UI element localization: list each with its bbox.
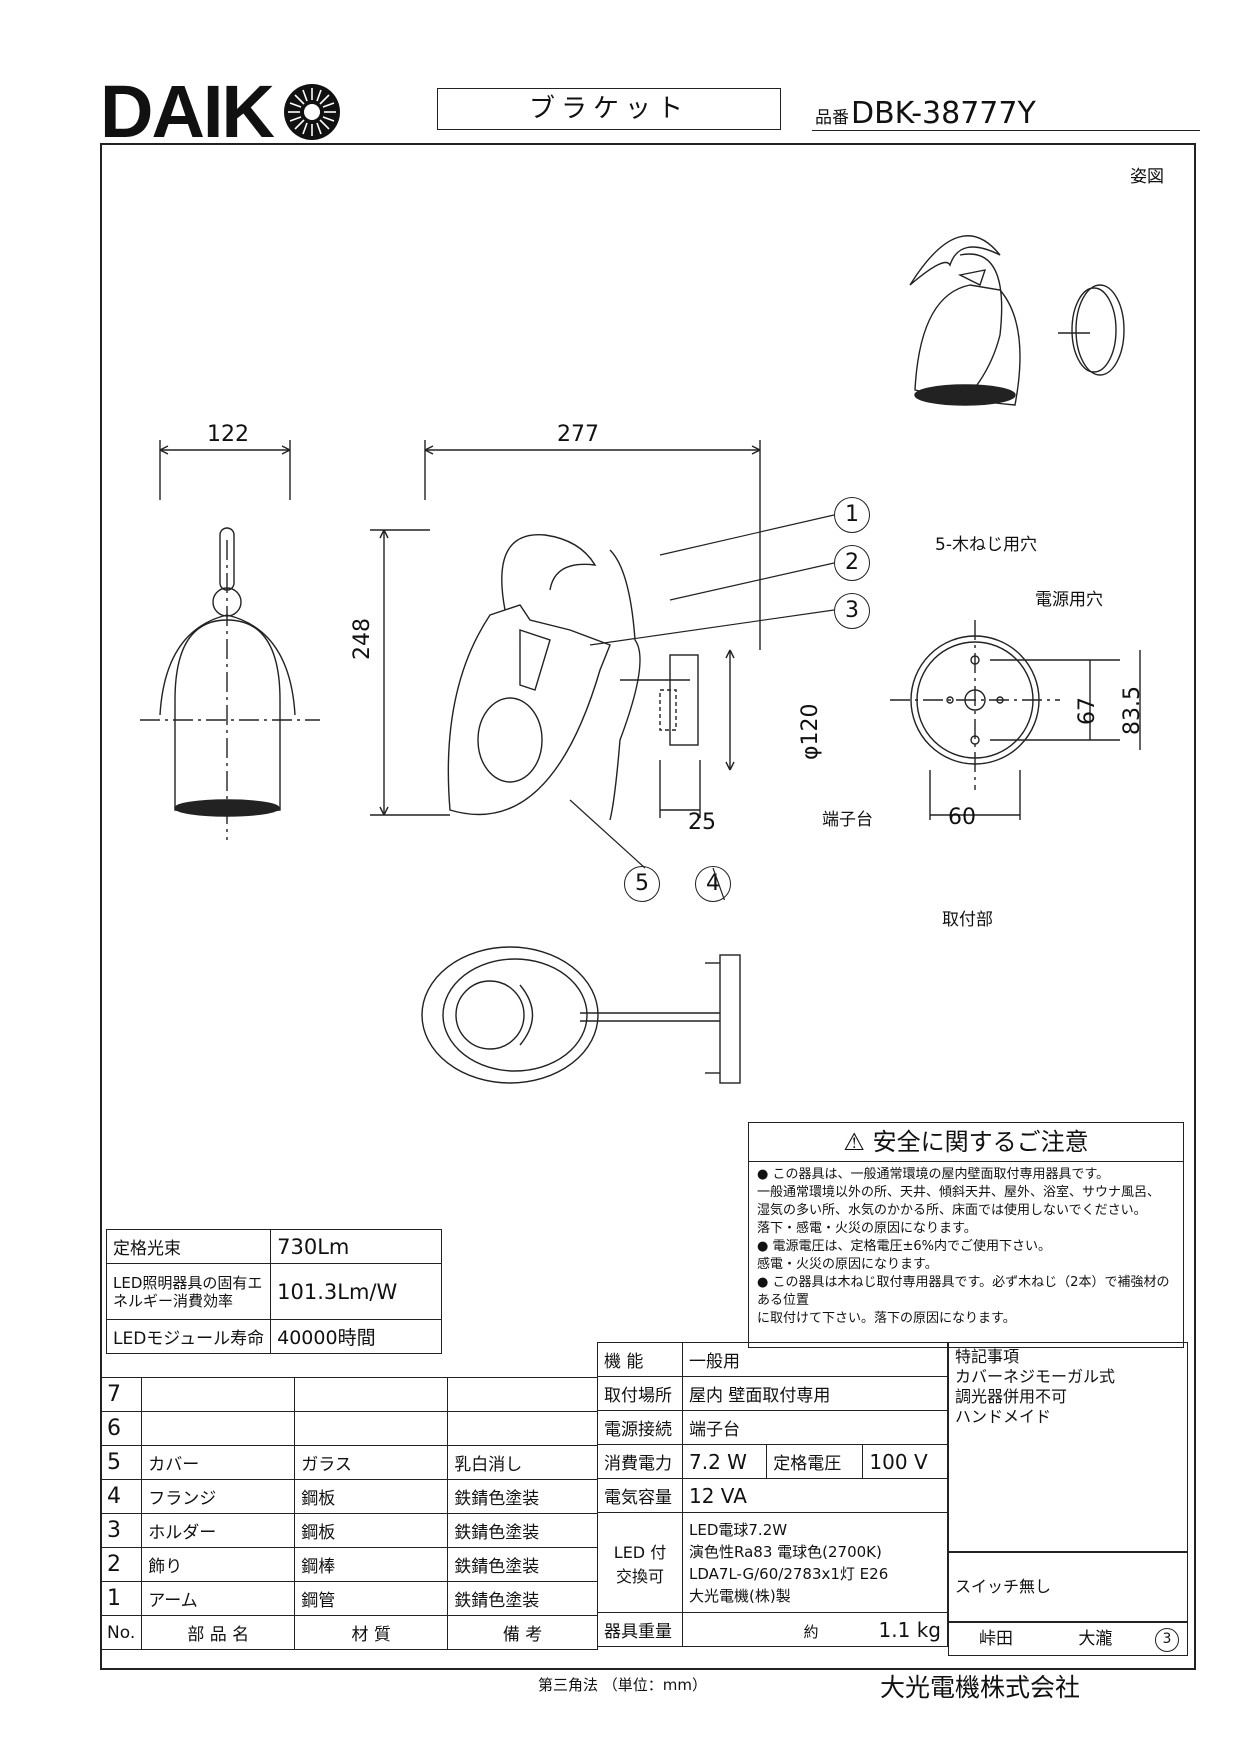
- front-view-drawing: [140, 440, 320, 840]
- company-name: 大光電機株式会社: [880, 1673, 1081, 1702]
- power-hole-label: 電源用穴: [1035, 590, 1103, 610]
- brand-logo: DAIK: [100, 70, 275, 153]
- sun-logo-icon: [284, 84, 340, 140]
- dim-height: 248: [350, 618, 375, 660]
- drawing-frame: [100, 143, 1196, 1670]
- callout-1: 1: [834, 497, 870, 533]
- dim-mount-83: 83.5: [1120, 686, 1145, 735]
- revision-badge: 3: [1155, 1628, 1179, 1652]
- dim-mount-60: 60: [948, 805, 976, 830]
- table-header-row: No.部 品 名材 質備 考: [99, 1615, 598, 1650]
- screw-holes-label: 5-木ねじ用穴: [935, 535, 1037, 555]
- mount-label: 取付部: [942, 910, 993, 930]
- callout-3: 3: [834, 593, 870, 629]
- callout-leaders: [569, 514, 835, 900]
- warning-icon: ⚠: [843, 1128, 865, 1156]
- table-row: 7: [99, 1377, 598, 1412]
- safety-notice: ⚠ 安全に関するご注意 ● この器具は、一般通常環境の屋内壁面取付専用器具です。…: [748, 1122, 1184, 1348]
- signature-row: 峠田 大瀧 3: [948, 1622, 1188, 1656]
- callout-2: 2: [834, 545, 870, 581]
- dim-base-depth: 25: [688, 810, 716, 835]
- projection-note: 第三角法 （単位：mm）: [538, 1676, 707, 1694]
- perspective-drawing: [909, 235, 1125, 406]
- top-view-drawing: [421, 946, 741, 1084]
- safety-title: ⚠ 安全に関するご注意: [749, 1123, 1183, 1162]
- safety-body: ● この器具は、一般通常環境の屋内壁面取付専用器具です。一般通常環境以外の所、天…: [757, 1167, 1170, 1326]
- dim-mount-67: 67: [1075, 697, 1100, 725]
- part-number: 品番DBK-38777Y: [815, 96, 1036, 131]
- product-type-box: ブラケット: [437, 88, 781, 130]
- side-view-drawing: [370, 440, 761, 821]
- perspective-label: 姿図: [1130, 167, 1164, 187]
- part-number-underline: [812, 130, 1200, 131]
- notes-box: 特記事項カバーネジモーガル式 調光器併用不可ハンドメイド: [948, 1342, 1188, 1552]
- callout-5: 5: [624, 866, 660, 902]
- dim-side-width: 277: [557, 422, 599, 447]
- mount-view-drawing: [890, 620, 1141, 820]
- dim-front-width: 122: [207, 422, 249, 447]
- table-row: 6: [99, 1411, 598, 1446]
- terminal-label: 端子台: [822, 810, 873, 830]
- switch-note: スイッチ無し: [948, 1552, 1188, 1622]
